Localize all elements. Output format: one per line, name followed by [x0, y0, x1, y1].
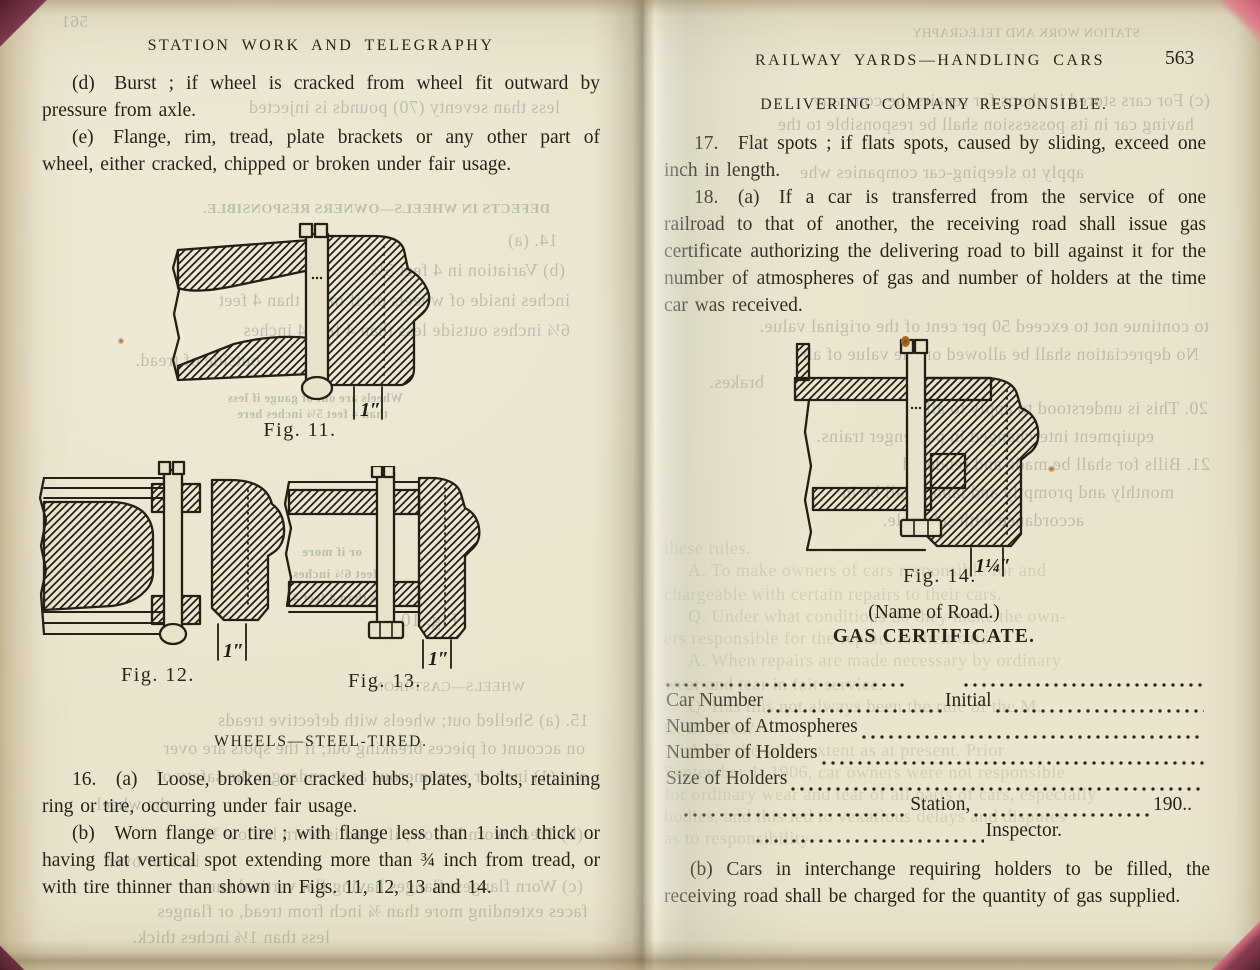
certificate-title: GAS CERTIFICATE. — [832, 626, 1036, 647]
initial-label: Initial — [945, 690, 992, 711]
atmospheres-label: Number of Atmospheres — [666, 716, 858, 737]
certificate-name-of-road: (Name of Road.) — [868, 602, 1000, 623]
paragraph-16b: (b) Worn flange or tire ; with flange le… — [42, 823, 600, 898]
form-row-station: Station, 190.. — [664, 794, 1204, 820]
page-number: 563 — [1165, 48, 1195, 69]
ghost-text: 15. (a) Shelled out; wheels with defecti… — [217, 710, 589, 730]
form-row-car-number: Car Number Initial — [664, 690, 1204, 716]
dotted-leader — [819, 748, 1204, 768]
dotted-leader — [972, 800, 1151, 820]
ghost-text: less than 1⅛ inches thick. — [132, 927, 330, 947]
right-paragraphs: 17. Flat spots ; if flats spots, caused … — [664, 130, 1206, 319]
fig12-caption: Fig. 12. — [121, 664, 195, 686]
wheel-cross-section-drawing: 1¼″ — [793, 338, 1040, 577]
paragraph-18a: 18. (a) If a car is transferred from the… — [664, 187, 1206, 316]
right-paragraphs-2: (b) Cars in interchange requiring holder… — [664, 856, 1210, 910]
ghost-text: DEFECTS IN WHEELS—OWNERS RESPONSIBLE. — [202, 202, 550, 217]
car-number-label: Car Number — [666, 690, 763, 711]
dotted-leader — [859, 722, 1204, 742]
page-edge-right — [1234, 0, 1260, 970]
year-label: 190.. — [1153, 794, 1192, 815]
figure-14: 1¼″ — [775, 336, 1095, 581]
wheel-cross-section-drawing: 1″ — [38, 460, 286, 662]
right-section-heading: DELIVERING COMPANY RESPONSIBLE. — [760, 96, 1108, 113]
paragraph-16a: 16. (a) Loose, broken or cracked hubs, p… — [42, 769, 600, 817]
ghost-text: 561 — [61, 12, 88, 31]
paragraph-e: (e) Flange, rim, tread, plate brackets o… — [42, 127, 600, 175]
fig14-dimension-label: 1¼″ — [975, 555, 1011, 577]
fig14-caption: Fig. 14. — [903, 565, 977, 587]
wheel-cross-section-drawing: 1″ — [171, 222, 431, 421]
book-cover-corner-bottom-right — [1198, 912, 1260, 970]
page-edge-top — [0, 0, 1260, 16]
figure-11: 1″ — [168, 222, 448, 427]
figure-13: 1″ — [283, 466, 518, 676]
dotted-leader — [664, 670, 906, 690]
fig11-dimension-label: 1″ — [360, 399, 381, 421]
inspector-label: Inspector. — [985, 820, 1062, 841]
size-of-holders-label: Size of Holders — [666, 768, 788, 789]
ghost-text: faces extending more than ¾ inch from tr… — [157, 901, 588, 921]
wheel-cross-section-drawing: 1″ — [283, 466, 481, 670]
ghost-text: brakes. — [709, 372, 764, 392]
paragraph-b: (b) Cars in interchange requiring holder… — [664, 859, 1210, 907]
holders-label: Number of Holders — [666, 742, 818, 763]
dotted-leader — [764, 696, 943, 716]
left-section-heading: WHEELS—STEEL-TIRED. — [214, 733, 428, 750]
form-row-holders: Number of Holders — [664, 742, 1204, 768]
form-row-inspector: Inspector. — [664, 820, 1204, 846]
fig11-caption: Fig. 11. — [263, 419, 337, 441]
dotted-leader — [682, 800, 909, 820]
form-row-size: Size of Holders — [664, 768, 1204, 794]
form-row-atmospheres: Number of Atmospheres — [664, 716, 1204, 742]
fig13-caption: Fig. 13. — [348, 670, 422, 692]
left-paragraphs-2: 16. (a) Loose, broken or cracked hubs, p… — [42, 766, 600, 901]
paragraph-17: 17. Flat spots ; if flats spots, caused … — [664, 133, 1206, 181]
figure-12: 1″ — [36, 460, 286, 670]
dotted-leader — [962, 670, 1204, 690]
ghost-text: STATION WORK AND TELEGRAPHY — [911, 25, 1140, 40]
ghost-text: to continue not to exceed 50 per cent of… — [759, 316, 1209, 336]
right-running-head: RAILWAY YARDS—HANDLING CARS — [754, 52, 1106, 69]
dotted-leader — [993, 696, 1204, 716]
left-paragraphs: (d) Burst ; if wheel is cracked from whe… — [42, 70, 600, 178]
left-running-head: STATION WORK AND TELEGRAPHY — [147, 37, 495, 54]
fig12-dimension-label: 1″ — [223, 640, 244, 662]
station-label: Station, — [910, 794, 971, 815]
dotted-leader — [754, 826, 984, 846]
ghost-text: 14. (a) — [507, 230, 558, 250]
form-row-blank — [664, 664, 1204, 690]
gas-certificate-form: Car Number Initial Number of Atmospheres… — [664, 664, 1204, 846]
fig13-dimension-label: 1″ — [428, 648, 449, 670]
paragraph-d: (d) Burst ; if wheel is cracked from whe… — [42, 73, 600, 121]
dotted-leader — [789, 774, 1204, 794]
